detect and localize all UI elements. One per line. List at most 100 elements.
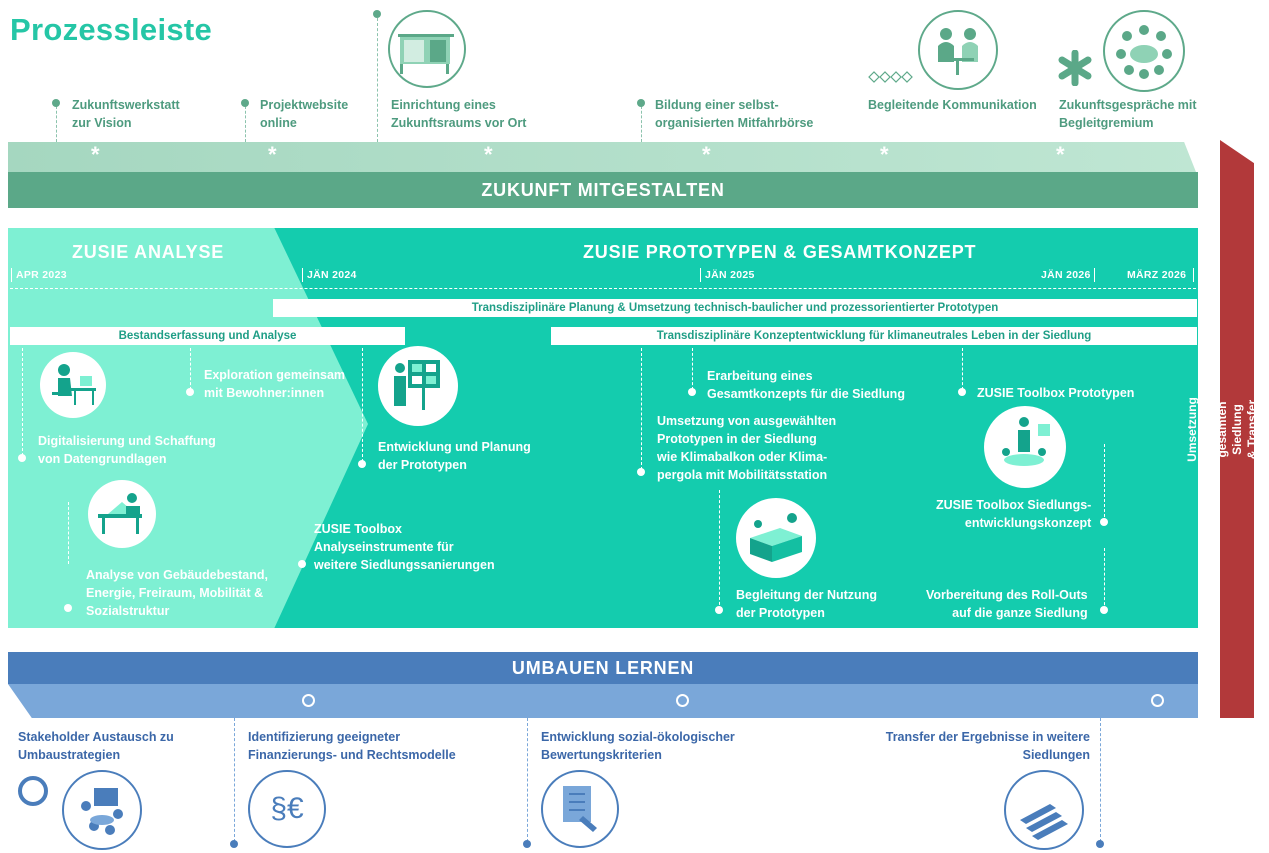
item-toolbox-prototypen: ZUSIE Toolbox Prototypen <box>977 386 1135 400</box>
ring-marker-icon <box>302 694 315 707</box>
connector-line <box>1100 718 1101 842</box>
umbauen-lernen-bar: UMBAUEN LERNEN <box>8 652 1198 684</box>
date-tick <box>700 268 701 282</box>
asterisk-icon: * <box>268 142 277 167</box>
timeline-dot <box>688 388 696 396</box>
connector-line <box>190 348 191 390</box>
finance-law-symbol: §€ <box>270 792 304 825</box>
bestandserfassung-bar: Bestandserfassung und Analyse <box>10 327 405 345</box>
timeline-dot <box>64 604 72 612</box>
connector-line <box>245 106 246 142</box>
asterisk-icon: * <box>91 142 100 167</box>
timeline-dot <box>241 99 249 107</box>
date-label: JÄN 2026 <box>1041 269 1091 281</box>
item-toolbox-analyse: ZUSIE Toolbox Analyseinstrumente für wei… <box>314 522 495 572</box>
date-tick <box>11 268 12 282</box>
connector-line <box>377 18 378 142</box>
connector-line <box>719 490 720 610</box>
zukunft-mitgestalten-bar: ZUKUNFT MITGESTALTEN <box>8 172 1198 208</box>
item-exploration: Exploration gemeinsam mit Bewohner:innen <box>204 368 346 400</box>
toolbox-concept-illustration-icon <box>984 406 1066 488</box>
timeline-dot <box>637 99 645 107</box>
date-axis-line <box>10 288 1196 289</box>
date-label: APR 2023 <box>16 269 67 281</box>
umbauen-lernen-title: UMBAUEN LERNEN <box>511 658 695 678</box>
transfer-beams-icon <box>1004 770 1084 850</box>
date-tick <box>302 268 303 282</box>
timeline-dot <box>18 454 26 462</box>
analyse-title: ZUSIE ANALYSE <box>72 242 225 262</box>
item-gesamtkonzept: Erarbeitung eines Gesamtkonzepts für die… <box>707 369 905 401</box>
room-illustration-icon <box>388 10 466 88</box>
timeline-dot <box>230 840 238 848</box>
page-title: Prozessleiste <box>10 12 213 47</box>
ring-marker-icon <box>676 694 689 707</box>
connector-line <box>692 348 693 390</box>
connector-line <box>234 718 235 842</box>
zukunft-mitgestalten-title: ZUKUNFT MITGESTALTEN <box>481 180 725 200</box>
timeline-dot <box>373 10 381 18</box>
item-umsetzung-prototypen: Umsetzung von ausgewählten Prototypen in… <box>657 414 837 482</box>
asterisk-icon <box>1057 49 1093 91</box>
transfer-arrow-label-container: Umsetzung in der gesamten Siedlung & Tra… <box>1185 140 1269 718</box>
connector-line <box>68 502 69 564</box>
meeting-illustration-icon <box>918 10 998 90</box>
connector-line <box>22 348 23 456</box>
umbauen-timeline-band <box>8 684 1198 718</box>
group-discussion-illustration-icon <box>1103 10 1185 92</box>
transfer-arrow-label: Umsetzung in der gesamten Siedlung & Tra… <box>1184 396 1269 462</box>
connector-line <box>56 106 57 142</box>
top-item-zukunftsgespraeche: Zukunftsgespräche mit Begleitgremium <box>1059 98 1197 130</box>
transfer-arrow <box>1220 140 1254 718</box>
item-begleitung: Begleitung der Nutzung der Prototypen <box>736 588 877 620</box>
timeline-dot <box>958 388 966 396</box>
transdisz-planung-bar: Transdisziplinäre Planung & Umsetzung te… <box>273 299 1197 317</box>
connector-line <box>527 718 528 842</box>
bottom-item-transfer: Transfer der Ergebnisse in weitere Siedl… <box>885 730 1090 762</box>
asterisk-icon: * <box>1056 142 1065 167</box>
connector-line <box>1104 444 1105 522</box>
asterisk-icon: * <box>880 142 889 167</box>
top-item-projektwebsite: Projektwebsite online <box>260 98 349 130</box>
timeline-dot <box>186 388 194 396</box>
timeline-dot <box>358 460 366 468</box>
top-item-zukunftswerkstatt: Zukunftswerkstatt zur Vision <box>72 98 180 130</box>
timeline-dot <box>1096 840 1104 848</box>
date-label: JÄN 2025 <box>705 269 755 281</box>
asterisk-icon: * <box>484 142 493 167</box>
digital-work-illustration-icon <box>40 352 106 418</box>
connector-line <box>1104 548 1105 610</box>
timeline-dot <box>298 560 306 568</box>
asterisk-icon: * <box>702 142 711 167</box>
date-tick <box>1193 268 1194 282</box>
connector-line <box>641 106 642 142</box>
green-module-illustration-icon <box>736 498 816 578</box>
date-label: JÄN 2024 <box>307 269 357 281</box>
timeline-dot <box>52 99 60 107</box>
connector-line <box>641 348 642 470</box>
finance-law-icon: §€ <box>248 770 326 848</box>
konzeptentwicklung-bar: Transdisziplinäre Konzeptentwicklung für… <box>551 327 1197 345</box>
timeline-dot <box>1100 518 1108 526</box>
timeline-dot <box>637 468 645 476</box>
item-toolbox-siedlung: ZUSIE Toolbox Siedlungs- entwicklungskon… <box>936 498 1092 530</box>
prototypen-title: ZUSIE PROTOTYPEN & GESAMTKONZEPT <box>583 242 977 262</box>
connector-line <box>962 348 963 390</box>
timeline-dot <box>1100 606 1108 614</box>
item-digitalisierung: Digitalisierung und Schaffung von Dateng… <box>38 434 216 466</box>
building-analysis-illustration-icon <box>88 480 156 548</box>
timeline-dot <box>715 606 723 614</box>
date-label: MÄRZ 2026 <box>1127 269 1187 281</box>
top-item-mitfahrboerse: Bildung einer selbst- organisierten Mitf… <box>655 98 814 130</box>
item-rollout: Vorbereitung des Roll-Outs auf die ganze… <box>926 588 1088 620</box>
bottom-item-stakeholder: Stakeholder Austausch zu Umbaustrategien <box>18 730 174 762</box>
item-entwicklung-planung: Entwicklung und Planung der Prototypen <box>378 440 531 472</box>
ring-icon <box>18 776 48 806</box>
item-gebaeudeanalyse: Analyse von Gebäudebestand, Energie, Fre… <box>86 568 268 618</box>
diamond-chain-icon <box>868 70 914 88</box>
checklist-document-icon <box>541 770 619 848</box>
date-tick <box>1094 268 1095 282</box>
planning-board-illustration-icon <box>378 346 458 426</box>
top-item-kommunikation: Begleitende Kommunikation <box>868 98 1037 112</box>
stakeholder-meeting-illustration-icon <box>62 770 142 850</box>
